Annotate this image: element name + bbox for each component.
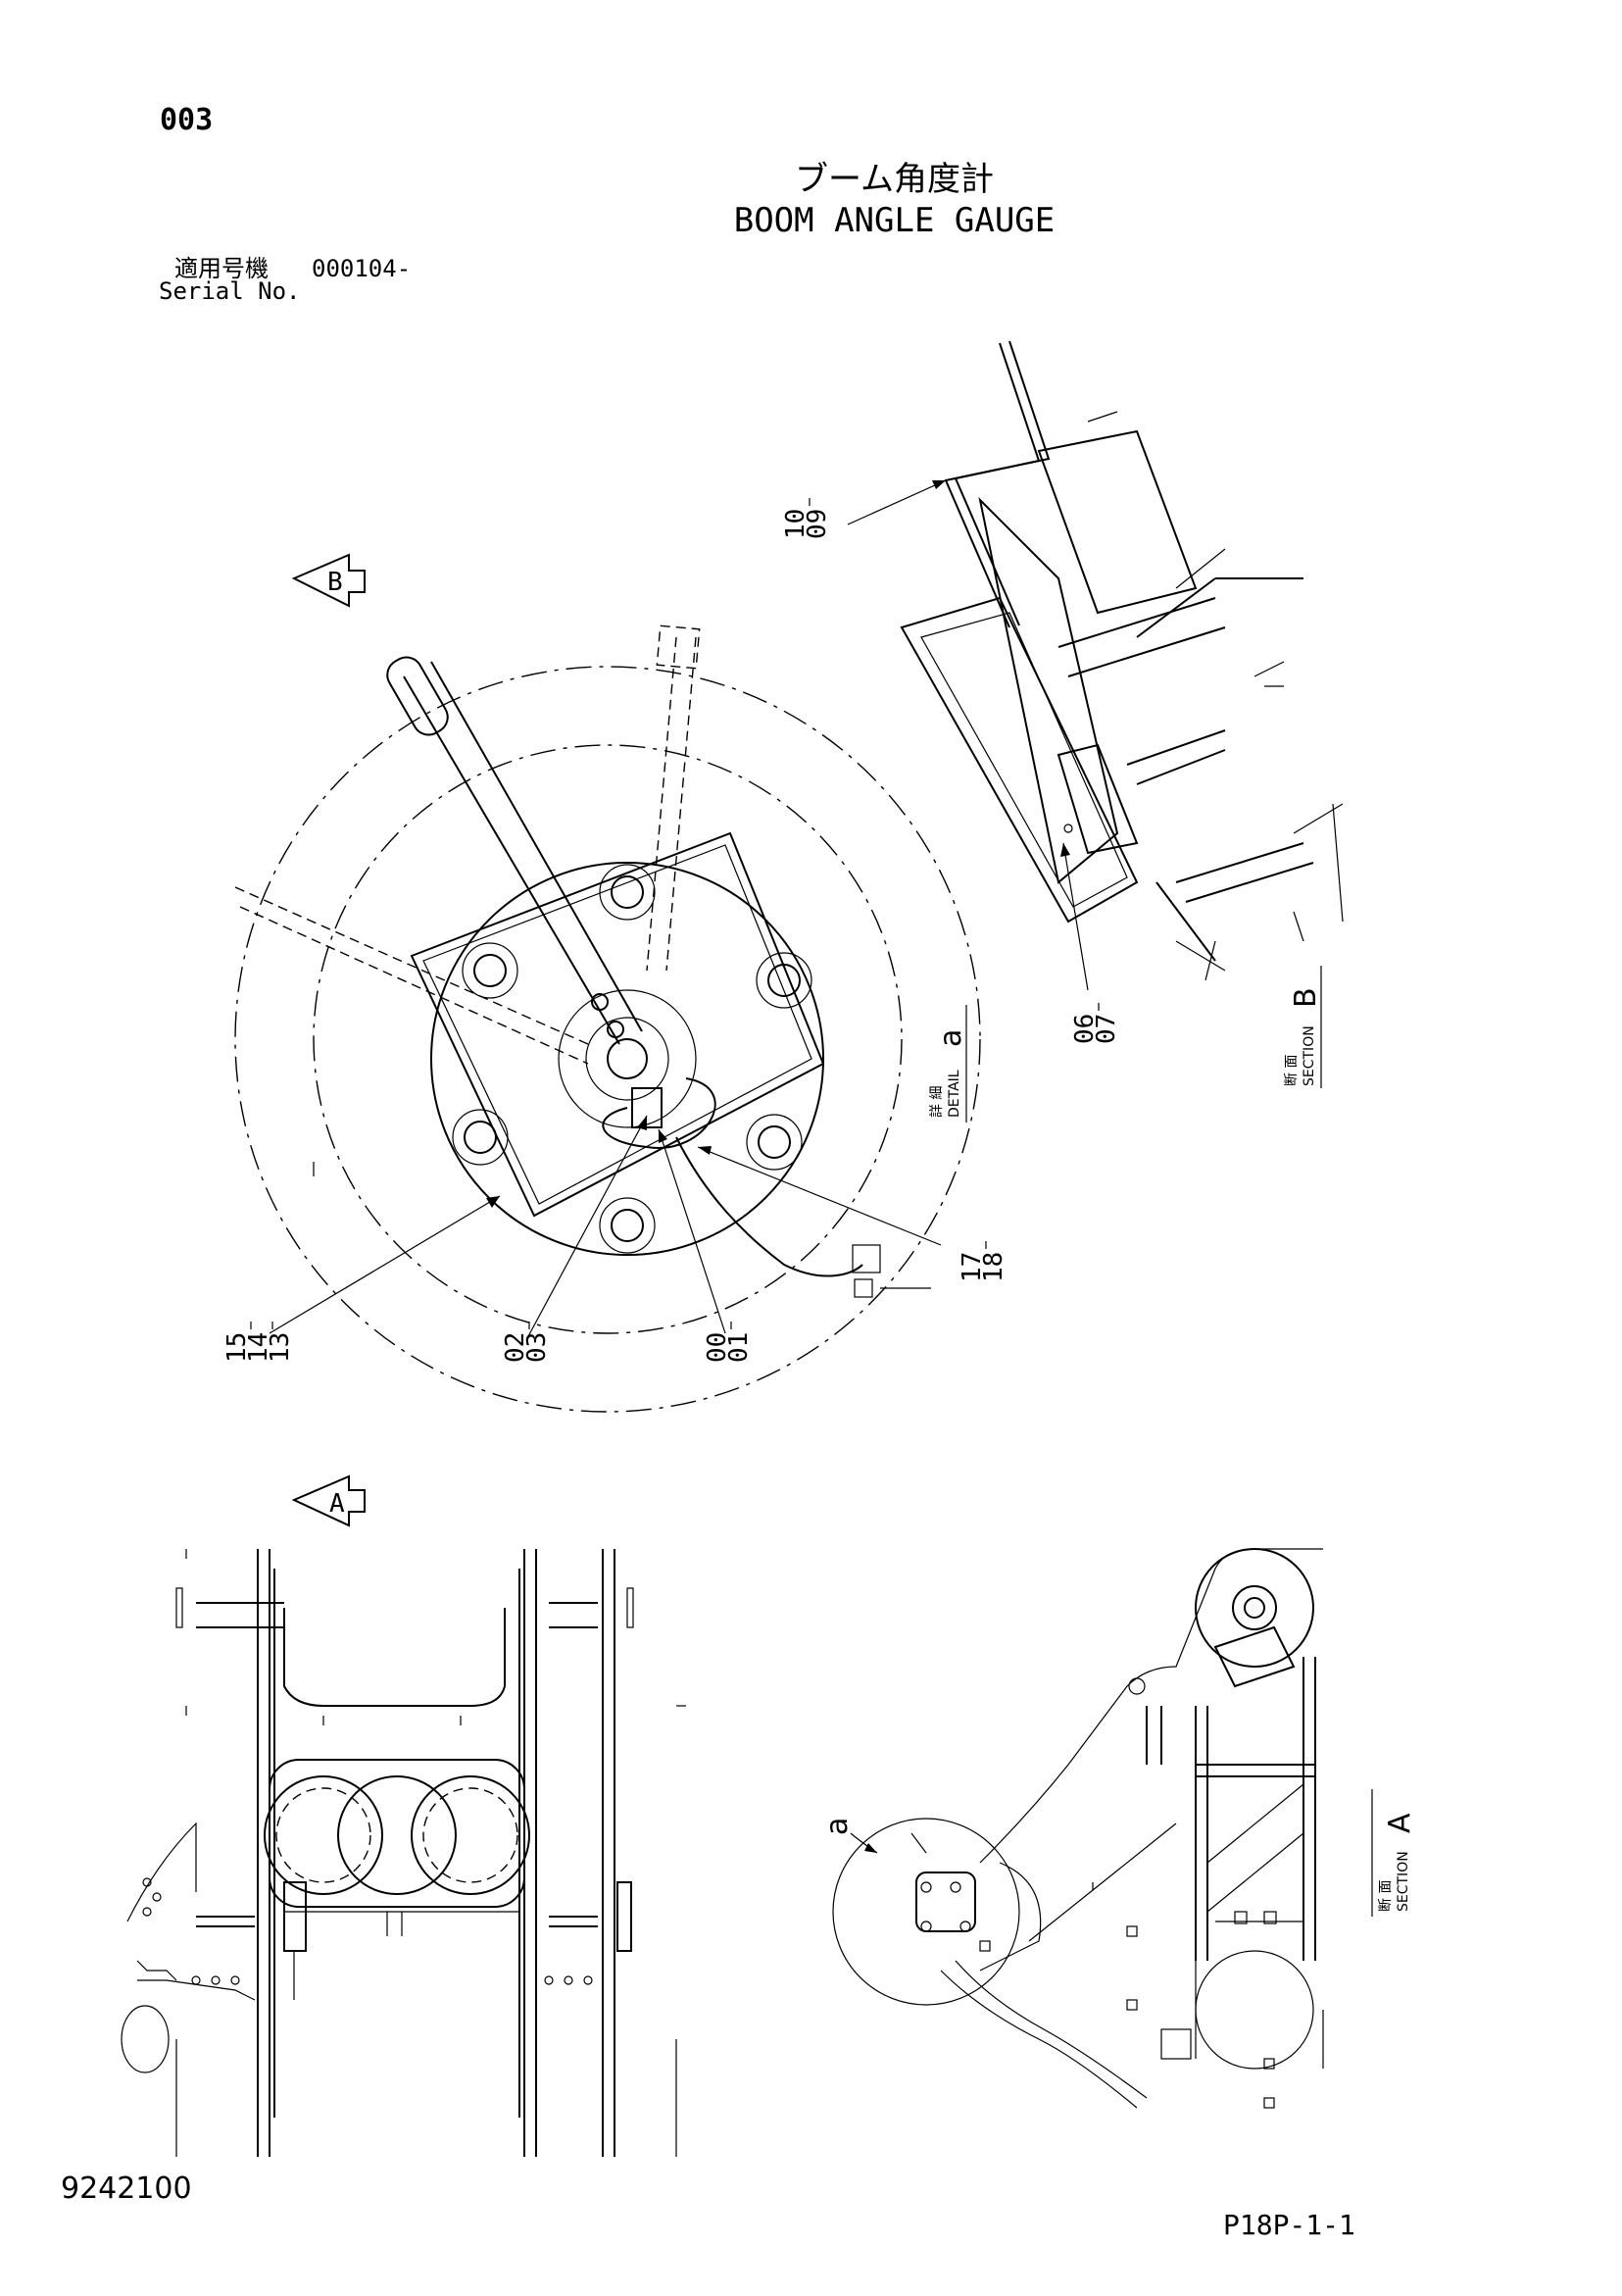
section-a-view: [832, 1548, 1324, 2109]
page-code: P18P-1-1: [1223, 2209, 1355, 2241]
document-number: 9242100: [61, 2171, 192, 2206]
detail-a-letter: a: [820, 1818, 855, 1835]
detail-a-view: [234, 624, 981, 1413]
serial-value: 000104-: [312, 255, 412, 282]
svg-text:DETAIL: DETAIL: [947, 1070, 962, 1118]
callout-15-14-13: 15 14 13: [222, 1322, 295, 1363]
svg-text:a: a: [934, 1029, 968, 1047]
detail-a-leaders: [269, 1115, 942, 1339]
callout-02-03: 02 03: [501, 1322, 552, 1363]
svg-text:SECTION: SECTION: [1396, 1851, 1411, 1912]
svg-text:06: 06: [1070, 1014, 1100, 1044]
svg-text:01: 01: [724, 1332, 754, 1363]
callout-17-18: 17 18: [958, 1241, 1008, 1282]
svg-text:02: 02: [501, 1332, 530, 1363]
callout-00-01: 00 01: [703, 1322, 754, 1363]
svg-text:15: 15: [222, 1332, 252, 1363]
svg-text:18: 18: [979, 1252, 1008, 1282]
section-b-leaders: [847, 479, 1089, 991]
detail-a-reference: a: [820, 1818, 878, 1854]
page-number: 003: [160, 103, 214, 137]
callout-10-09: 10 09: [781, 498, 832, 539]
svg-text:07: 07: [1092, 1014, 1121, 1044]
view-marker-a: A: [291, 1474, 366, 1527]
title-english: BOOM ANGLE GAUGE: [733, 201, 1056, 240]
view-marker-b: B: [291, 553, 366, 608]
title-japanese: ブーム角度計: [795, 160, 994, 199]
svg-text:B: B: [1289, 987, 1323, 1008]
svg-text:09: 09: [803, 509, 832, 539]
detail-a-label: 詳 細 DETAIL a: [929, 1029, 968, 1118]
svg-text:SECTION: SECTION: [1302, 1025, 1317, 1086]
svg-text:A: A: [1383, 1813, 1417, 1833]
plan-view: [121, 1549, 686, 2157]
callout-06-07: 06 07: [1070, 1003, 1121, 1044]
svg-text:14: 14: [244, 1332, 273, 1363]
svg-text:13: 13: [266, 1332, 295, 1363]
serial-label-japanese: 適用号機: [174, 255, 269, 282]
section-b-view: [900, 340, 1344, 981]
view-marker-b-letter: B: [327, 568, 343, 597]
svg-text:断 面: 断 面: [1378, 1880, 1394, 1912]
svg-text:詳 細: 詳 細: [929, 1086, 945, 1118]
svg-text:断 面: 断 面: [1284, 1055, 1300, 1086]
svg-text:03: 03: [522, 1332, 552, 1363]
svg-text:00: 00: [703, 1332, 732, 1363]
svg-text:10: 10: [781, 509, 811, 539]
svg-text:17: 17: [958, 1252, 987, 1282]
view-marker-a-letter: A: [329, 1489, 345, 1519]
section-a-label: 断 面 SECTION A: [1378, 1813, 1417, 1912]
section-b-label: 断 面 SECTION B: [1284, 987, 1323, 1086]
serial-label-english: Serial No.: [159, 277, 301, 305]
